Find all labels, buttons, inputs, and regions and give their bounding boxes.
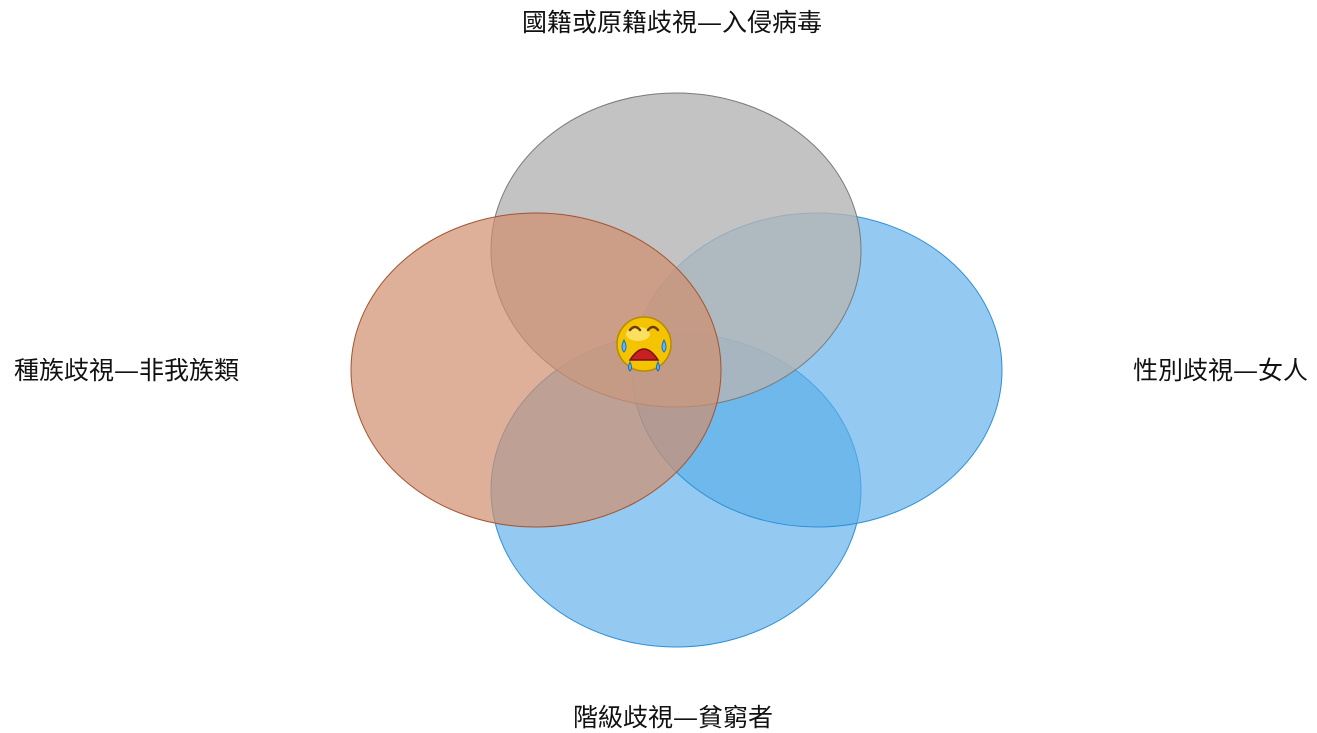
- label-class-discrimination: 階級歧視—貧窮者: [573, 703, 774, 732]
- crying-face-icon: [616, 316, 672, 372]
- circle-race-discrimination: [350, 212, 722, 528]
- label-race-discrimination: 種族歧視—非我族類: [14, 356, 240, 385]
- label-gender-discrimination: 性別歧視—女人: [1133, 356, 1309, 385]
- label-nationality-discrimination: 國籍或原籍歧視—入侵病毒: [522, 8, 823, 37]
